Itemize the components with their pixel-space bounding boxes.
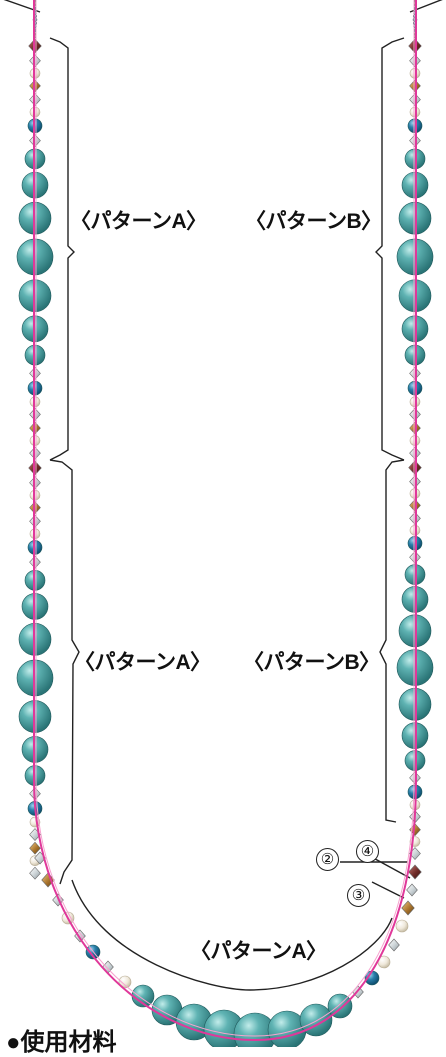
bronze-bead xyxy=(409,823,421,837)
label-lower-pattern-a: 〈パターンA〉 xyxy=(74,651,211,674)
crystal-bead xyxy=(406,883,418,897)
bronze-bead xyxy=(401,900,415,916)
crystal-bead xyxy=(102,960,114,974)
garnet-bead xyxy=(408,864,422,880)
teal-bead xyxy=(299,1003,333,1037)
pearl-bead xyxy=(118,975,132,989)
bronze-bead xyxy=(29,841,41,855)
beading-wire xyxy=(33,0,417,1042)
crystal-bead xyxy=(29,866,41,880)
callout-2: ② xyxy=(316,848,339,871)
beading-wire-inner xyxy=(35,0,415,1037)
callout-4: ④ xyxy=(356,840,379,863)
materials-heading: ●使用材料 xyxy=(6,1029,117,1056)
pearl-bead xyxy=(395,919,409,933)
callout-3: ③ xyxy=(347,884,370,907)
label-lower-pattern-b: 〈パターンB〉 xyxy=(243,651,380,674)
label-upper-pattern-b: 〈パターンB〉 xyxy=(245,210,382,233)
pattern-brackets xyxy=(3,0,443,991)
label-bottom-pattern-a: 〈パターンA〉 xyxy=(190,940,327,963)
label-upper-pattern-a: 〈パターンA〉 xyxy=(70,210,207,233)
crystal-bead xyxy=(388,938,400,952)
teal-bead xyxy=(327,993,353,1019)
